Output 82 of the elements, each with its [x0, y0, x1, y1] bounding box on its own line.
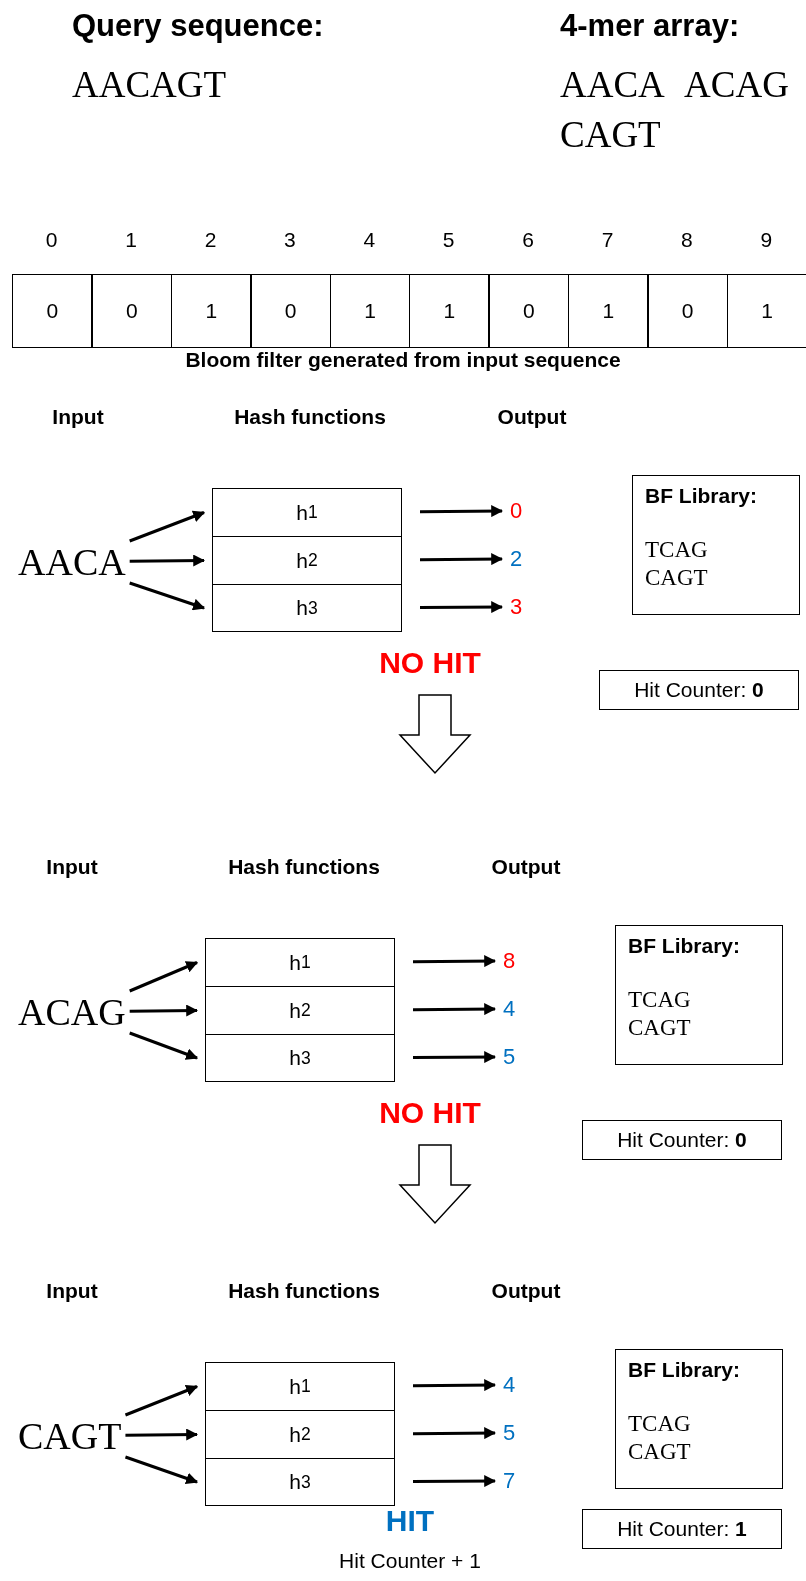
- index-number: 6: [521, 228, 535, 252]
- arrow: [413, 1003, 497, 1016]
- index-number: 9: [759, 228, 774, 252]
- arrow: [413, 1379, 497, 1392]
- sequence-text: AACA ACAG CAGT: [560, 63, 790, 157]
- output-value: 8: [503, 946, 516, 976]
- sequence-list: TCAG CAGT: [628, 986, 698, 1042]
- arrow: [420, 505, 504, 518]
- column-heading: Input: [45, 855, 99, 879]
- column-heading: Input: [45, 1279, 99, 1303]
- heading: 4-mer array:: [560, 8, 740, 44]
- index-number: 0: [44, 228, 59, 252]
- arrow: [129, 961, 199, 993]
- bit-cell: 0: [12, 274, 93, 348]
- arrow: [129, 510, 206, 543]
- column-heading: Hash functions: [227, 1279, 381, 1303]
- column-heading: Hash functions: [233, 405, 387, 429]
- output-value: 4: [503, 994, 516, 1024]
- bit-cell: 0: [647, 274, 729, 348]
- sequence-text: AACA: [18, 535, 126, 589]
- index-number: 4: [362, 228, 377, 252]
- arrow: [420, 553, 504, 566]
- arrow: [413, 1051, 497, 1064]
- index-number: 1: [124, 228, 138, 252]
- library-box: [615, 1349, 783, 1489]
- sequence-text: ACAG: [18, 985, 126, 1039]
- output-value: 5: [503, 1042, 516, 1072]
- arrow: [129, 554, 206, 567]
- output-value: 7: [503, 1466, 516, 1496]
- result-text: NO HIT: [330, 643, 530, 683]
- index-number: 3: [283, 228, 297, 252]
- result-text: HIT: [384, 1504, 436, 1538]
- library-box: [632, 475, 800, 615]
- counter-box: Hit Counter: 0: [582, 1120, 782, 1160]
- index-number: 2: [203, 228, 218, 252]
- block-arrow: [398, 1144, 472, 1225]
- sequence-list: TCAG CAGT: [645, 536, 715, 592]
- column-heading: Input: [51, 405, 105, 429]
- output-value: 0: [510, 496, 523, 526]
- box-heading: BF Library:: [645, 484, 758, 508]
- box-heading: BF Library:: [628, 934, 741, 958]
- counter-box: Hit Counter: 1: [582, 1509, 782, 1549]
- bit-cell: 0: [250, 274, 332, 348]
- result-text: NO HIT: [330, 1093, 530, 1133]
- arrow: [129, 581, 206, 611]
- caption: Bloom filter generated from input sequence: [184, 348, 622, 372]
- sequence-text: AACAGT: [72, 63, 227, 107]
- arrow: [413, 1427, 497, 1440]
- column-heading: Output: [496, 405, 568, 429]
- column-heading: Output: [490, 1279, 562, 1303]
- output-value: 5: [503, 1418, 516, 1448]
- arrow: [129, 1031, 199, 1060]
- column-heading: Output: [490, 855, 562, 879]
- library-box: [615, 925, 783, 1065]
- output-value: 3: [510, 592, 523, 622]
- note: Hit Counter + 1: [338, 1549, 482, 1573]
- arrow: [420, 601, 504, 614]
- arrow: [129, 1004, 199, 1017]
- block-arrow: [398, 694, 472, 775]
- bit-cell: 1: [170, 274, 252, 348]
- arrow: [124, 1455, 199, 1485]
- bit-cell: 0: [91, 274, 173, 348]
- bit-cell: 1: [567, 274, 649, 348]
- index-number: 7: [600, 228, 615, 252]
- column-heading: Hash functions: [227, 855, 381, 879]
- bit-cell: 1: [329, 274, 411, 348]
- output-value: 2: [510, 544, 523, 574]
- bit-cell: 1: [409, 274, 490, 348]
- index-number: 8: [680, 228, 694, 252]
- sequence-text: CAGT: [18, 1409, 122, 1463]
- sequence-list: TCAG CAGT: [628, 1410, 698, 1466]
- bit-cell: 0: [488, 274, 570, 348]
- bit-cell: 1: [726, 274, 806, 348]
- index-number: 5: [441, 228, 456, 252]
- heading: Query sequence:: [72, 8, 324, 44]
- arrow: [124, 1384, 199, 1417]
- arrow: [125, 1428, 199, 1441]
- output-value: 4: [503, 1370, 516, 1400]
- counter-box: Hit Counter: 0: [599, 670, 799, 710]
- arrow: [413, 1475, 497, 1488]
- arrow: [413, 955, 497, 968]
- box-heading: BF Library:: [628, 1358, 741, 1382]
